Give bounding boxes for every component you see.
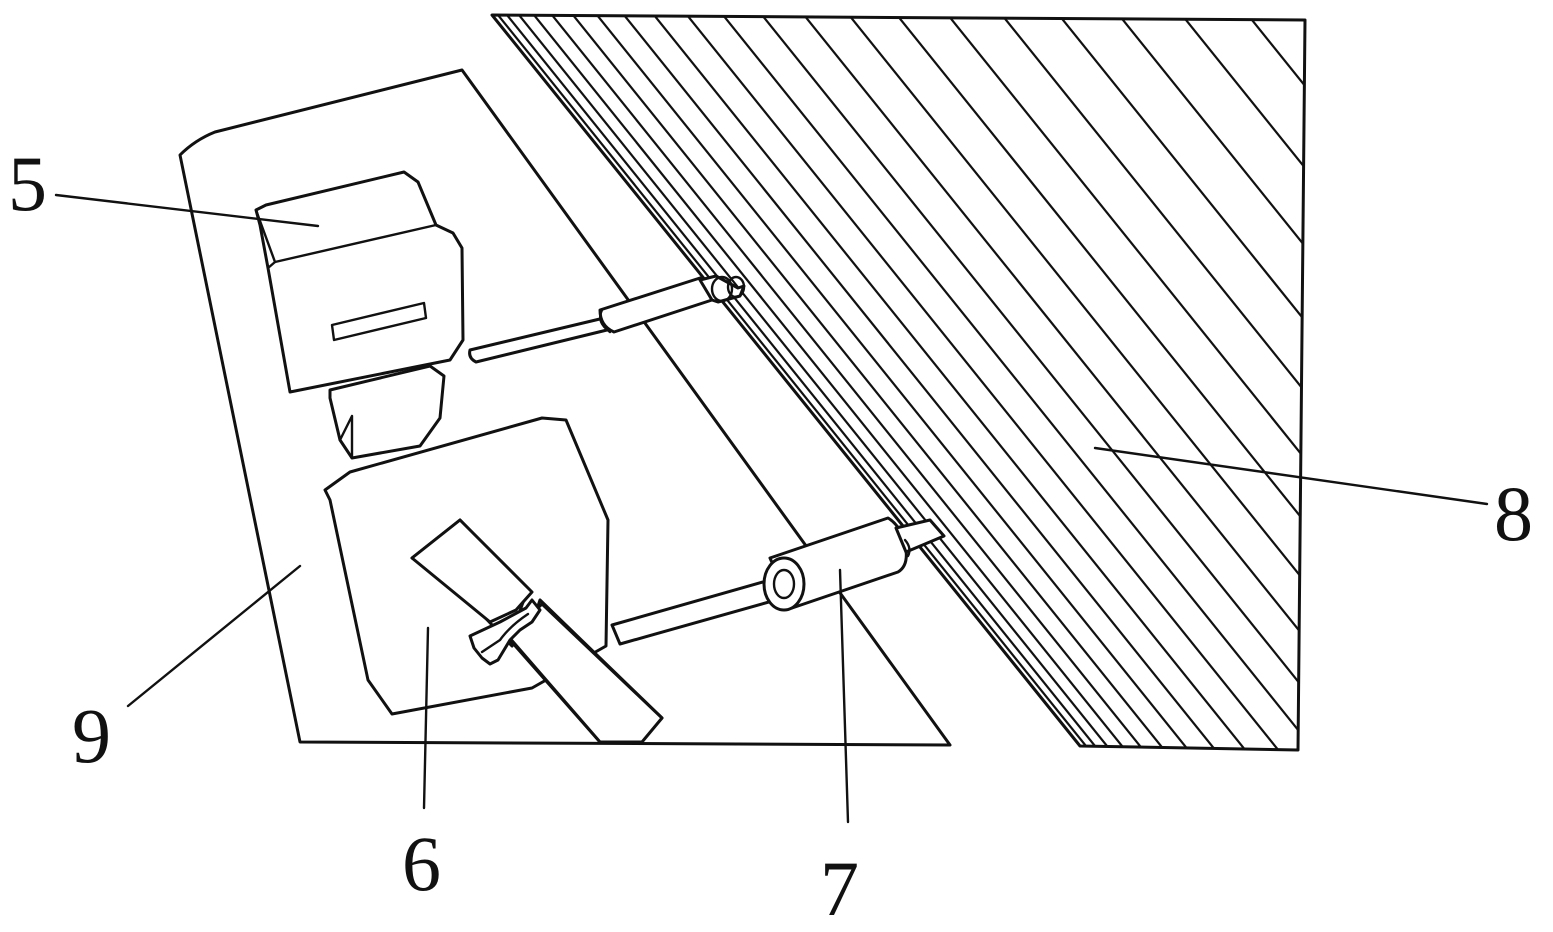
leader-9 <box>126 564 302 708</box>
hatch-line <box>1270 15 1305 750</box>
lower-device-part-6 <box>323 416 664 744</box>
hatch-line <box>492 15 1214 750</box>
hatch-line <box>492 15 1304 750</box>
hatch-line <box>1415 0 1553 892</box>
hatch-line <box>492 15 1259 750</box>
label-6: 6 <box>402 820 441 907</box>
label-5: 5 <box>8 140 47 227</box>
hatch-line <box>643 15 1305 750</box>
hatch-line <box>492 15 1205 750</box>
hatch-line <box>604 15 1305 750</box>
hatch-line <box>1487 0 1553 892</box>
leader-7 <box>838 568 850 824</box>
label-8: 8 <box>1494 470 1533 557</box>
hatch-line <box>505 15 1305 750</box>
hatch-line <box>1063 15 1305 750</box>
wall-hatching <box>492 0 1553 892</box>
base-plate-part-9 <box>178 68 952 747</box>
hatch-line <box>492 15 1280 750</box>
lower-actuator-part-7 <box>610 516 946 646</box>
hatch-line <box>940 15 1305 750</box>
part-labels: 5 6 7 8 9 <box>8 140 1533 932</box>
hatch-line <box>492 15 1241 750</box>
leader-8 <box>1093 446 1489 506</box>
leader-lines <box>54 193 1489 824</box>
wall-part-8 <box>490 0 1553 892</box>
hatch-line <box>883 15 1305 750</box>
hatch-line <box>778 15 1305 750</box>
upper-device-part-5 <box>254 170 465 460</box>
hatch-line <box>685 15 1305 750</box>
upper-actuator <box>468 274 746 364</box>
label-7: 7 <box>820 845 859 932</box>
hatch-line <box>492 15 1226 750</box>
label-9: 9 <box>72 692 111 779</box>
leader-6 <box>422 626 430 810</box>
hatch-line <box>1000 15 1305 750</box>
hatch-line <box>535 15 1305 750</box>
hatch-line <box>1129 15 1305 750</box>
leader-5 <box>54 193 320 228</box>
hatch-line <box>1343 0 1553 892</box>
hatch-line <box>1198 15 1305 750</box>
hatch-line <box>829 15 1305 750</box>
hatch-line <box>568 15 1305 750</box>
hatch-line <box>730 15 1305 750</box>
